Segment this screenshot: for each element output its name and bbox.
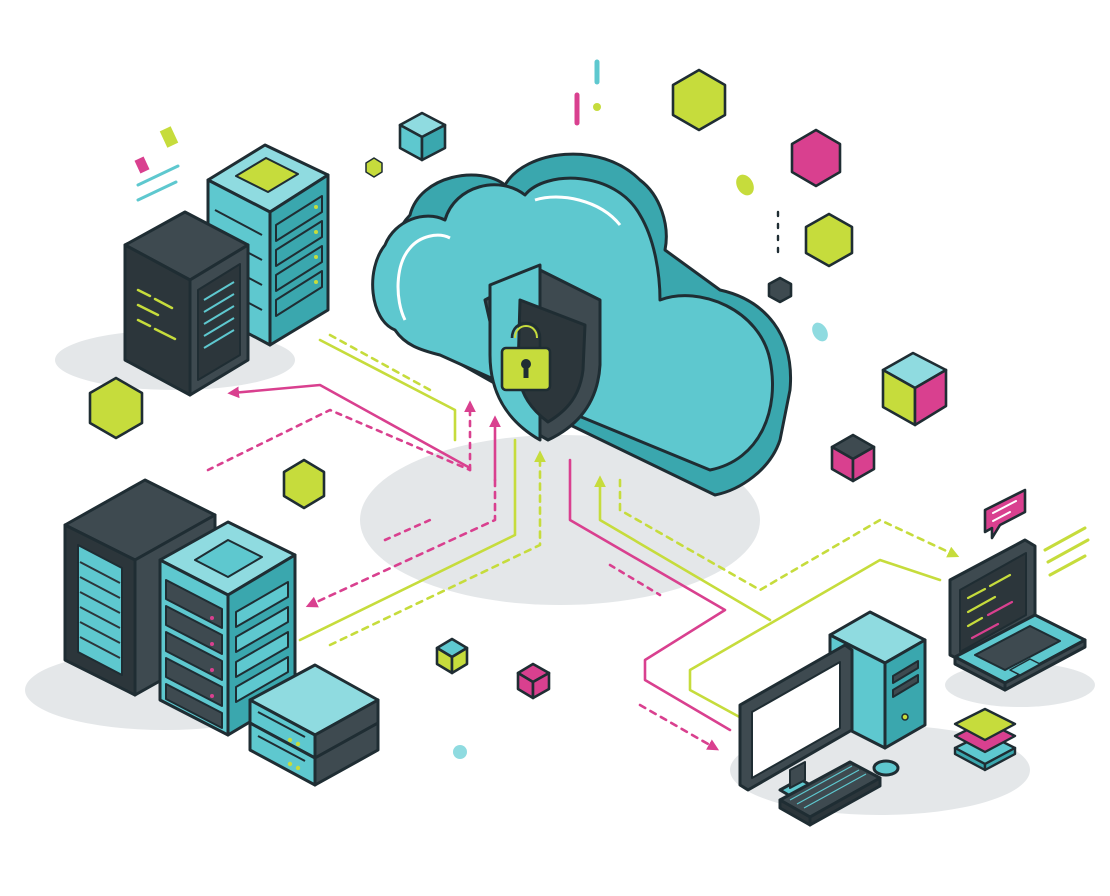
- flow-dashed-short-left: [383, 518, 432, 542]
- desktop-computer-icon: [738, 610, 927, 827]
- chat-bubble-icon: [983, 488, 1027, 540]
- cloud-highlight: [396, 233, 451, 321]
- flow-bottom-servers-to-cloud-dashed: [328, 450, 546, 647]
- cube-icon: [881, 351, 948, 427]
- stacked-layers-icon: [953, 707, 1017, 772]
- signal-lines-laptop: [1043, 526, 1090, 577]
- cube-icon: [830, 433, 876, 483]
- flow-dashed-mid-magenta: [608, 563, 662, 597]
- data-flow-lines: [206, 333, 960, 751]
- flow-cloud-to-bottom-servers: [305, 478, 497, 608]
- laptop-icon: [948, 538, 1087, 692]
- flow-laptop-to-cloud-2: [594, 475, 772, 622]
- hexagon-icon: [790, 128, 842, 188]
- hexagon-icon: [88, 376, 144, 440]
- flow-top-servers-to-cloud: [318, 338, 457, 442]
- flow-cloud-to-laptop-dashed: [618, 478, 960, 592]
- server-rack-icon: [248, 663, 380, 787]
- server-rack-icon: [158, 520, 297, 737]
- flow-top-servers-dashed-2: [206, 408, 472, 472]
- server-cluster-bottom: [63, 478, 380, 787]
- cube-icon: [516, 662, 551, 700]
- flow-laptop-to-cloud: [688, 558, 942, 722]
- hexagon-icon: [767, 276, 793, 304]
- server-rack-icon: [123, 210, 250, 397]
- cube-icon: [398, 111, 447, 162]
- hexagon-icon: [671, 68, 727, 132]
- flow-bottom-servers-to-cloud: [298, 438, 517, 642]
- hexagon-icon: [282, 458, 326, 510]
- accent-marks: [134, 59, 828, 759]
- cloud-highlight-2: [534, 195, 622, 226]
- hexagon-icon: [365, 157, 383, 178]
- hexagon-icon: [804, 212, 854, 268]
- cloud-security-icon: [371, 152, 793, 497]
- flow-cloud-to-top-servers: [227, 383, 472, 470]
- flow-top-servers-dashed: [328, 333, 432, 392]
- signal-lines-topleft: [134, 126, 180, 202]
- padlock-icon: [500, 321, 552, 392]
- decorative-shapes: [88, 68, 948, 700]
- cube-icon: [435, 637, 469, 675]
- server-cluster-top: [123, 143, 330, 397]
- flow-dashed-to-desktop: [638, 703, 720, 751]
- flow-cloud-to-desktop: [568, 458, 732, 732]
